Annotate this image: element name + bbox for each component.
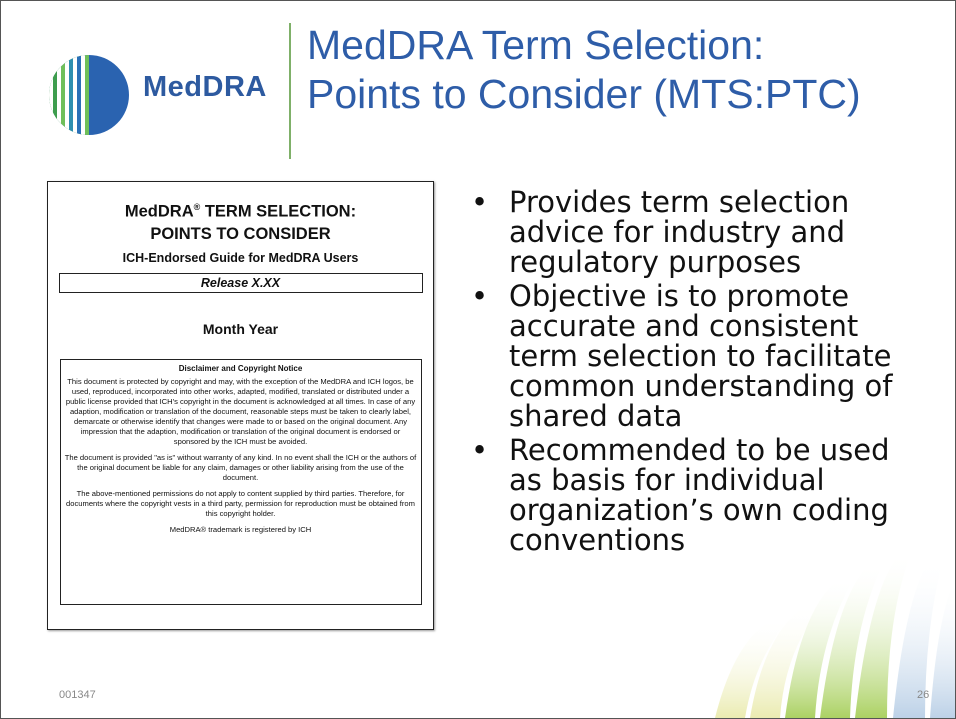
page-number: 26 [917, 689, 930, 701]
title-divider [289, 23, 291, 159]
document-number: 001347 [59, 689, 96, 701]
bullet-text: Recommended to be used as basis for indi… [509, 433, 890, 557]
document-date: Month Year [202, 320, 279, 337]
slide-title-line-2: Points to Consider (MTS:PTC) [307, 71, 861, 117]
decorative-stripes-graphic [715, 553, 955, 718]
bullet-item: • Provides term selection advice for indu… [471, 187, 931, 277]
slide-title-line-1: MedDRA Term Selection: [307, 22, 765, 68]
bullet-icon: • [471, 279, 489, 313]
bullet-icon: • [471, 433, 489, 467]
bullet-icon: • [471, 185, 489, 219]
document-subtitle: ICH-Endorsed Guide for MedDRA Users [122, 250, 359, 265]
bullet-item: • Recommended to be used as basis for ind… [471, 435, 931, 555]
logo-text: MedDRA [143, 71, 267, 103]
document-release: Release X.XX [58, 272, 423, 293]
document-heading-meddra: MedDRA [124, 202, 194, 221]
registered-mark: ® [193, 202, 201, 212]
notice-paragraph: The document is provided "as is" without… [64, 452, 417, 482]
bullet-text: Provides term selection advice for indus… [509, 185, 850, 279]
notice-paragraph: This document is protected by copyright … [65, 376, 416, 446]
notice-title: Disclaimer and Copyright Notice [178, 363, 303, 373]
notice-paragraph: MedDRA® trademark is registered by ICH [169, 524, 312, 534]
meddra-logo: MedDRA [43, 49, 283, 141]
slide-title: MedDRA Term Selection: Points to Conside… [307, 21, 955, 119]
document-heading-rest: TERM SELECTION: [200, 202, 357, 221]
copyright-notice: Disclaimer and Copyright Notice This doc… [59, 358, 422, 605]
document-heading-line-2: POINTS TO CONSIDER [150, 224, 331, 243]
bullet-item: • Objective is to promote accurate and co… [471, 281, 931, 431]
meddra-logo-mark-icon [49, 55, 129, 135]
bullet-text: Objective is to promote accurate and con… [509, 279, 893, 433]
document-cover-image: MedDRA® TERM SELECTION: POINTS TO CONSID… [47, 181, 434, 630]
notice-paragraph: The above-mentioned permissions do not a… [66, 488, 415, 518]
document-heading: MedDRA® TERM SELECTION: POINTS TO CONSID… [48, 196, 433, 245]
bullet-list: • Provides term selection advice for indu… [471, 187, 931, 559]
